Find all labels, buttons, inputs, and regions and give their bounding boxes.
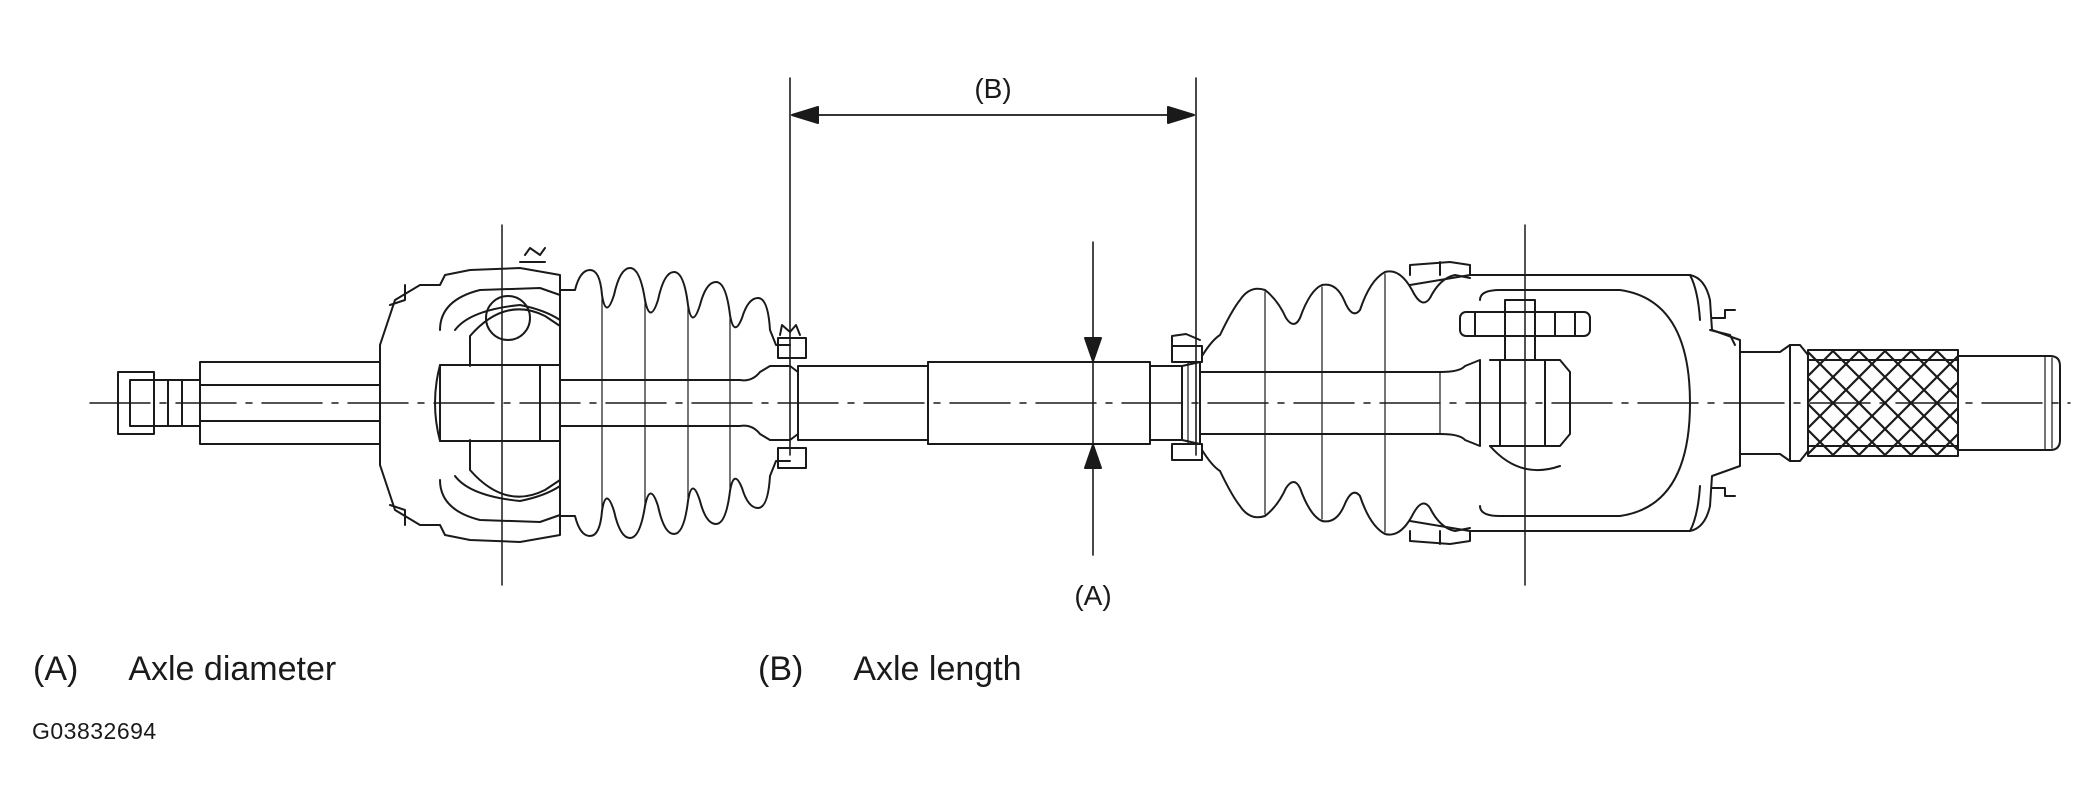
inboard-tripod-joint (1409, 261, 1741, 545)
callout-b-label: (B) (974, 73, 1011, 104)
outboard-boot (559, 267, 791, 539)
dimension-b-axle-length (789, 77, 1197, 456)
legend-item-axle-length: (B) Axle length (758, 650, 1022, 689)
outboard-cv-joint (379, 247, 561, 543)
legend-description: Axle length (853, 650, 1022, 688)
inboard-shaft (1199, 359, 1481, 447)
inboard-boot (1201, 270, 1471, 536)
inboard-boot-clamp (1171, 333, 1203, 461)
axle-shaft (559, 361, 1201, 445)
legend-key: (B) (758, 650, 804, 688)
legend-item-axle-diameter: (A) Axle diameter (33, 650, 336, 689)
inboard-spline-shaft (1709, 309, 2061, 497)
legend-description: Axle diameter (128, 650, 337, 688)
figure-id: G03832694 (32, 718, 157, 744)
outboard-boot-clamp (777, 324, 807, 469)
callout-a-label: (A) (1074, 580, 1111, 611)
dimension-a-axle-diameter (1084, 241, 1102, 556)
legend-key: (A) (33, 650, 79, 688)
drive-shaft-diagram: (B) (A) (89, 73, 2071, 611)
